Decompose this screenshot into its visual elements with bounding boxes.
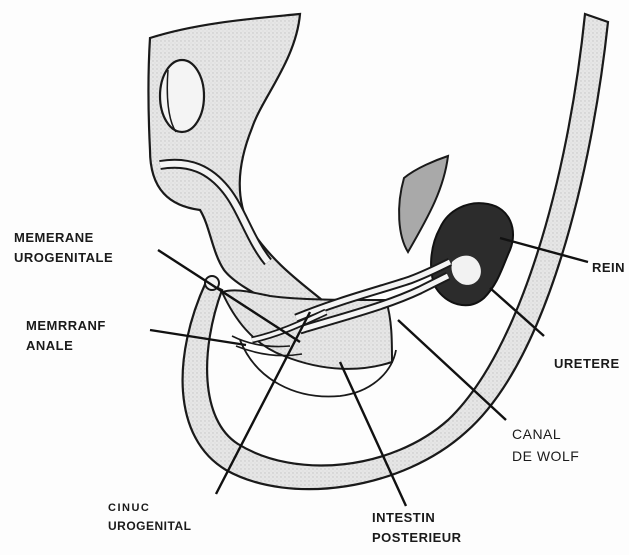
label-uretere: URETERE	[554, 354, 620, 374]
label-intestin-posterieur: INTESTIN POSTERIEUR	[372, 508, 462, 548]
label-membrane-anale: MEMRRANF ANALE	[26, 316, 106, 356]
label-sinus-urogenital: CINUC UROGENITAL	[108, 500, 191, 536]
label-rein: REIN	[592, 258, 625, 278]
label-membrane-urogenitale: MEMERANE UROGENITALE	[14, 228, 113, 268]
kidney	[431, 203, 513, 305]
label-canal-de-wolf: CANAL DE WOLF	[512, 424, 579, 467]
